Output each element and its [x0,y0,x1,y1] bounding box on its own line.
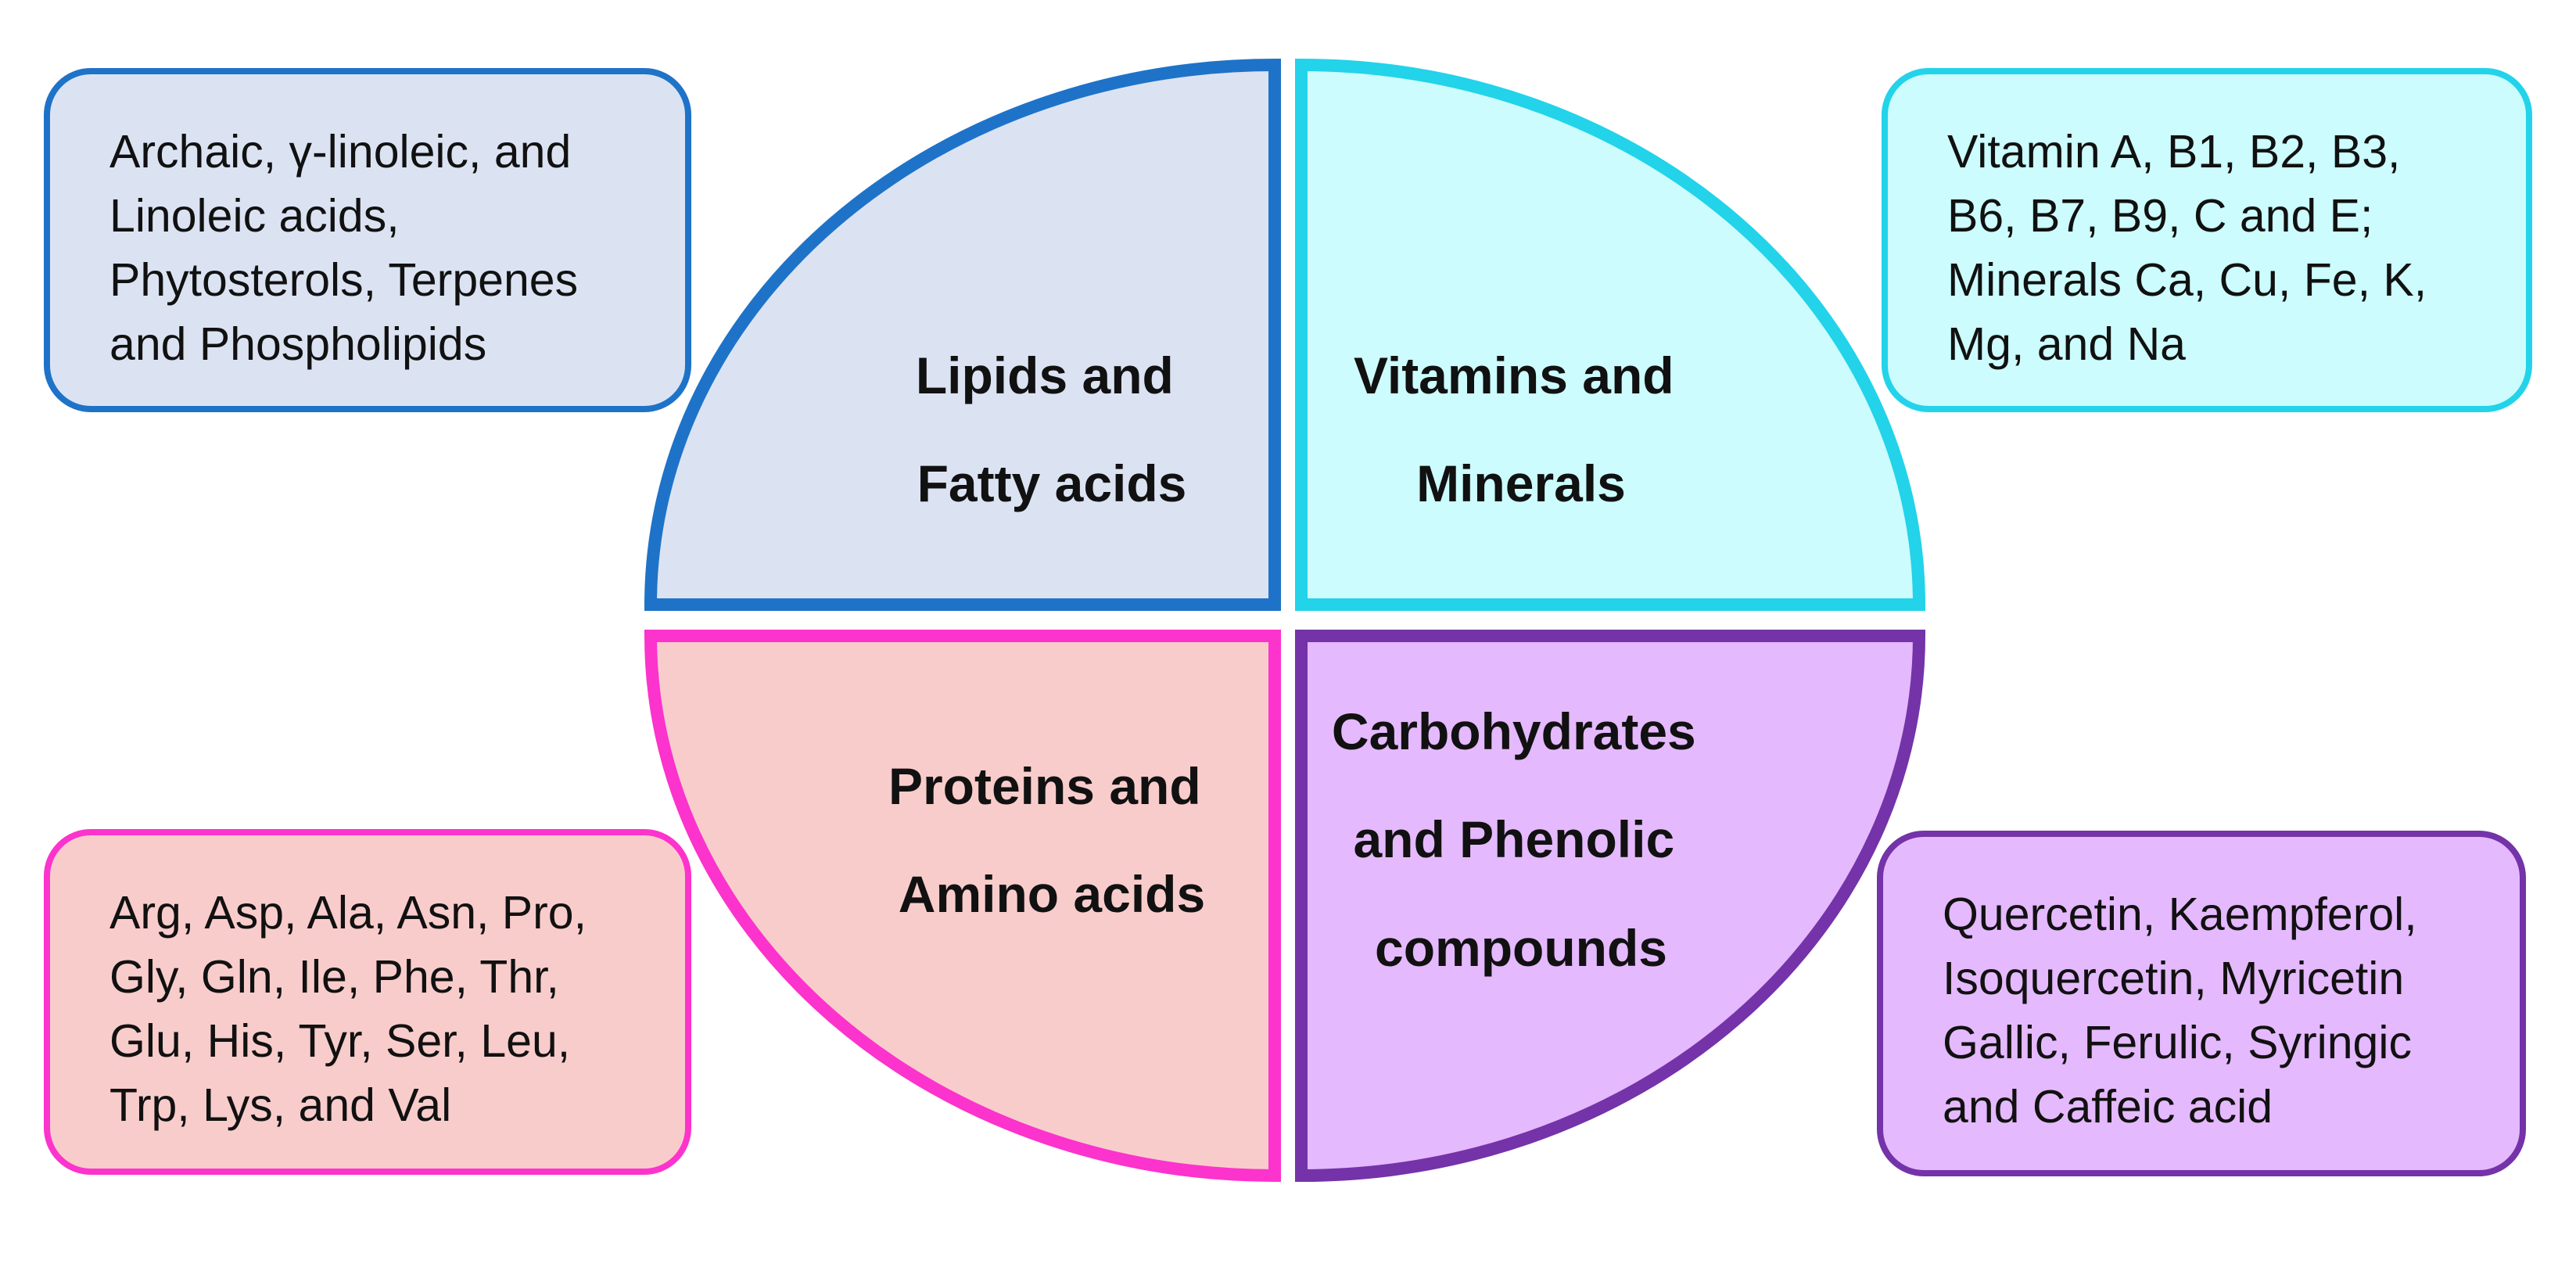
quadrant-title-carbohydrates-line-2: and Phenolic [1353,810,1674,868]
quadrant-carbohydrates-phenolic [1295,630,1926,1183]
details-carbohydrates-line: Isoquercetin, Myricetin [1943,953,2405,1004]
details-carbohydrates-line: Gallic, Ferulic, Syringic [1943,1017,2412,1068]
details-vitamins-line: Vitamin A, B1, B2, B3, [1947,126,2401,178]
details-lipids-line: Linoleic acids, [109,190,400,242]
details-proteins-line: Trp, Lys, and Val [109,1079,452,1131]
details-box-proteins: Arg, Asp, Ala, Asn, Pro, Gly, Gln, Ile, … [44,829,691,1175]
quadrant-title-vitamins-line-2: Minerals [1416,454,1626,512]
details-proteins-line: Arg, Asp, Ala, Asn, Pro, [109,887,587,939]
details-proteins-line: Gly, Gln, Ile, Phe, Thr, [109,951,559,1003]
quadrant-title-lipids-line-1: Lipids and [916,346,1174,404]
quadrant-title-lipids-line-2: Fatty acids [917,454,1187,512]
details-vitamins-line: B6, B7, B9, C and E; [1947,190,2373,242]
details-proteins-line: Glu, His, Tyr, Ser, Leu, [109,1015,571,1067]
quadrant-vitamins-minerals [1295,58,1926,611]
quadrant-title-vitamins-line-1: Vitamins and [1354,346,1674,404]
quadrant-title-carbohydrates-line-3: compounds [1375,919,1667,977]
details-box-lipids: Archaic, γ-linoleic, and Linoleic acids,… [44,68,691,412]
details-lipids-line: Archaic, γ-linoleic, and [109,126,572,178]
details-lipids-line: and Phospholipids [109,318,487,370]
details-carbohydrates-line: Quercetin, Kaempferol, [1943,889,2417,940]
quadrant-lipids-fatty-acids [644,58,1281,611]
details-box-vitamins: Vitamin A, B1, B2, B3, B6, B7, B9, C and… [1882,68,2532,412]
quadrant-title-proteins-line-1: Proteins and [888,757,1201,815]
quadrant-title-lipids: Lipids and Fatty acids [916,346,1188,512]
quadrant-proteins-amino-acids [644,630,1281,1183]
details-vitamins-line: Mg, and Na [1947,318,2186,370]
quadrant-title-proteins-line-2: Amino acids [899,865,1205,923]
details-vitamins-line: Minerals Ca, Cu, Fe, K, [1947,254,2427,306]
quadrant-title-proteins: Proteins and Amino acids [888,757,1215,923]
details-carbohydrates-line: and Caffeic acid [1943,1081,2273,1133]
quadrant-title-carbohydrates: Carbohydrates and Phenolic compounds [1332,702,1710,977]
quadrant-title-carbohydrates-line-1: Carbohydrates [1332,702,1696,760]
details-lipids-line: Phytosterols, Terpenes [109,254,579,306]
quadrant-title-vitamins: Vitamins and Minerals [1354,346,1688,512]
details-box-carbohydrates: Quercetin, Kaempferol, Isoquercetin, Myr… [1877,831,2526,1176]
